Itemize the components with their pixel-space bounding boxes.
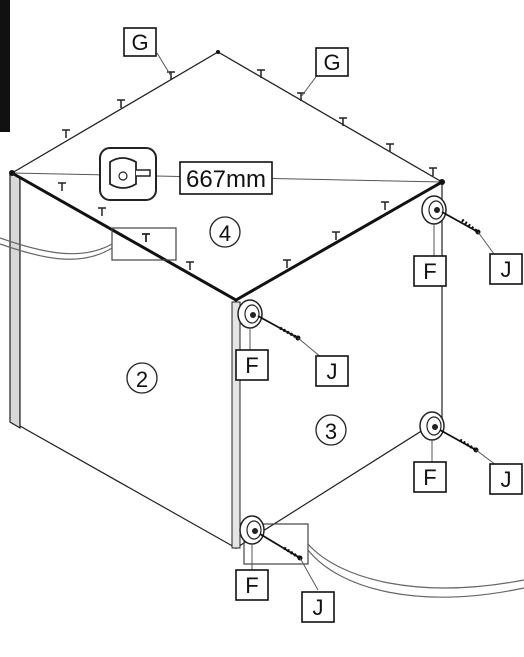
tape-measure-icon	[99, 147, 157, 201]
screw-icon	[259, 533, 319, 591]
corner-point	[216, 50, 220, 54]
svg-text:F: F	[423, 465, 436, 490]
screw-icon	[441, 211, 495, 255]
svg-text:2: 2	[136, 367, 148, 392]
detail-callout-left	[0, 227, 177, 261]
svg-text:J: J	[501, 257, 512, 282]
callout-g-right	[300, 73, 319, 98]
panel-number-2: 2	[126, 362, 158, 394]
part-label-f-mid-left: F	[235, 349, 269, 381]
screw-icon	[439, 429, 501, 469]
fitting-mid-left	[237, 299, 263, 352]
panel-2-edge	[9, 170, 21, 430]
part-label-f-mid-right: F	[413, 461, 447, 493]
part-label-j-bottom: J	[301, 591, 335, 623]
part-label-g-right: G	[315, 47, 349, 77]
svg-text:3: 3	[325, 419, 337, 444]
part-label-g-left: G	[123, 27, 157, 57]
panel-3-edge	[231, 301, 241, 549]
svg-text:G: G	[323, 50, 340, 75]
top-front-edge	[11, 171, 443, 302]
measure-point-right	[439, 179, 445, 185]
panel-number-4: 4	[209, 216, 241, 248]
part-label-f-bottom: F	[235, 569, 269, 601]
fitting-mid-right	[419, 411, 445, 462]
svg-text:F: F	[245, 573, 258, 598]
measurement-value: 667mm	[186, 166, 266, 193]
svg-text:J: J	[501, 467, 512, 492]
svg-text:F: F	[245, 353, 258, 378]
measure-point-left	[9, 170, 15, 176]
measurement-label: 667mm	[179, 161, 273, 195]
svg-text:4: 4	[219, 221, 231, 246]
detail-callout-bottom	[243, 523, 524, 598]
part-label-j-mid-left: J	[315, 355, 349, 387]
panel-number-3: 3	[315, 414, 347, 446]
svg-text:G: G	[131, 30, 148, 55]
screw-icon	[257, 315, 323, 359]
callout-g-left	[156, 52, 172, 77]
svg-text:J: J	[327, 359, 338, 384]
part-label-f-top-right: F	[413, 255, 447, 287]
part-label-j-mid-right: J	[489, 463, 523, 495]
svg-text:J: J	[313, 595, 324, 620]
svg-text:F: F	[423, 259, 436, 284]
margin-bar	[0, 0, 10, 132]
fitting-bottom-left	[239, 515, 265, 572]
fitting-top-right	[421, 195, 447, 258]
part-label-j-top-right: J	[489, 253, 523, 285]
